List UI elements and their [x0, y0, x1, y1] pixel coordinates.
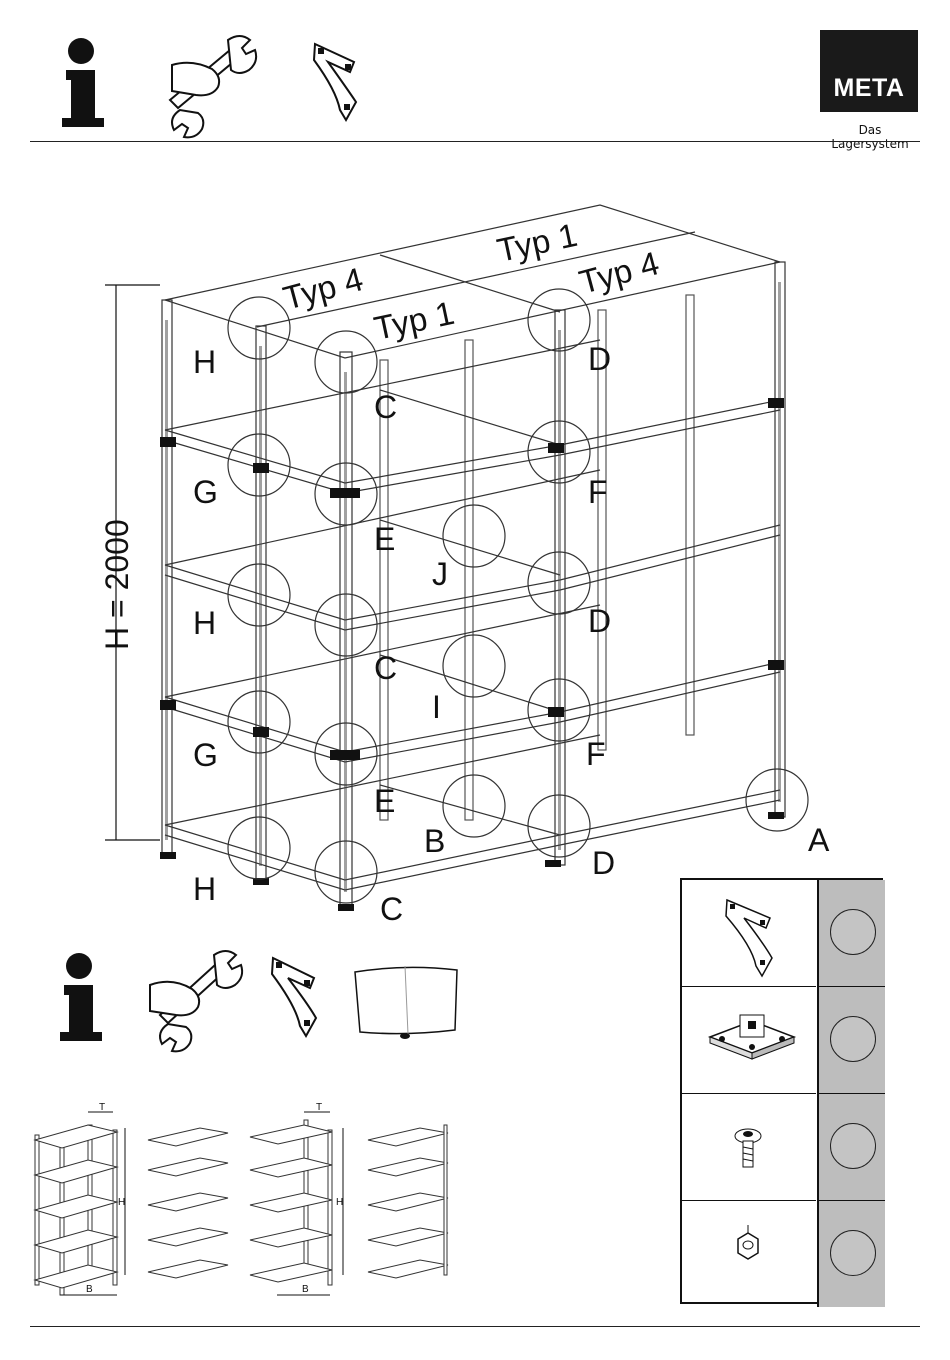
quantity-circle [830, 1016, 876, 1062]
bolt-icon [682, 1094, 816, 1200]
height-label-small: H [336, 1197, 343, 1208]
letter-b: B [424, 823, 445, 859]
letter-g: G [193, 474, 218, 510]
letter-c: C [374, 389, 397, 425]
parts-row-bolt [682, 1094, 816, 1201]
parts-row-base-foot [682, 987, 816, 1094]
letter-f: F [588, 474, 608, 510]
depth-label: T [99, 1102, 105, 1113]
quantity-box [817, 987, 885, 1094]
letter-d: D [588, 341, 611, 377]
letter-h: H [193, 871, 216, 907]
letter-h: H [193, 344, 216, 380]
height-label: H = 2000 [99, 519, 135, 650]
quantity-box [817, 1201, 885, 1307]
quantity-circle [830, 1230, 876, 1276]
info-icon [60, 953, 102, 1041]
width-label: B [302, 1284, 309, 1295]
shelf-panel-icon [355, 966, 457, 1039]
letter-h: H [193, 605, 216, 641]
quantity-box [817, 880, 885, 987]
letter-d: D [592, 845, 615, 881]
shelf-unit-basic [35, 1125, 117, 1295]
letter-c: C [380, 891, 403, 927]
letter-g: G [193, 737, 218, 773]
width-label: B [86, 1284, 93, 1295]
shelf-panels-stack-addon [368, 1125, 448, 1278]
letter-i: I [432, 689, 441, 725]
shelf-panels-stack [148, 1128, 228, 1278]
shelf-assembly-diagram: H = 2000 Typ 1 Typ 4 Typ 1 Typ 4 H G H G… [0, 0, 950, 950]
letter-a: A [808, 822, 830, 858]
quantity-box [817, 1094, 885, 1201]
letter-e: E [374, 521, 395, 557]
shelf-unit-addon [250, 1120, 332, 1285]
parts-table [680, 878, 883, 1304]
footer-divider [30, 1326, 920, 1327]
parts-row-angle-bracket [682, 880, 816, 987]
letter-e: E [374, 783, 395, 819]
hex-nut-icon [682, 1201, 816, 1307]
angle-bracket-icon [272, 958, 316, 1036]
letter-c: C [374, 650, 397, 686]
quantity-circle [830, 909, 876, 955]
depth-label: T [316, 1102, 322, 1113]
letter-d: D [588, 603, 611, 639]
quantity-circle [830, 1123, 876, 1169]
letter-j: J [432, 556, 448, 592]
letter-f: F [586, 736, 606, 772]
parts-row-nut [682, 1201, 816, 1307]
base-foot-plate-icon [682, 987, 816, 1093]
height-label-small: H [118, 1197, 125, 1208]
wrench-icon [150, 951, 242, 1051]
angle-bracket-icon [682, 880, 816, 986]
